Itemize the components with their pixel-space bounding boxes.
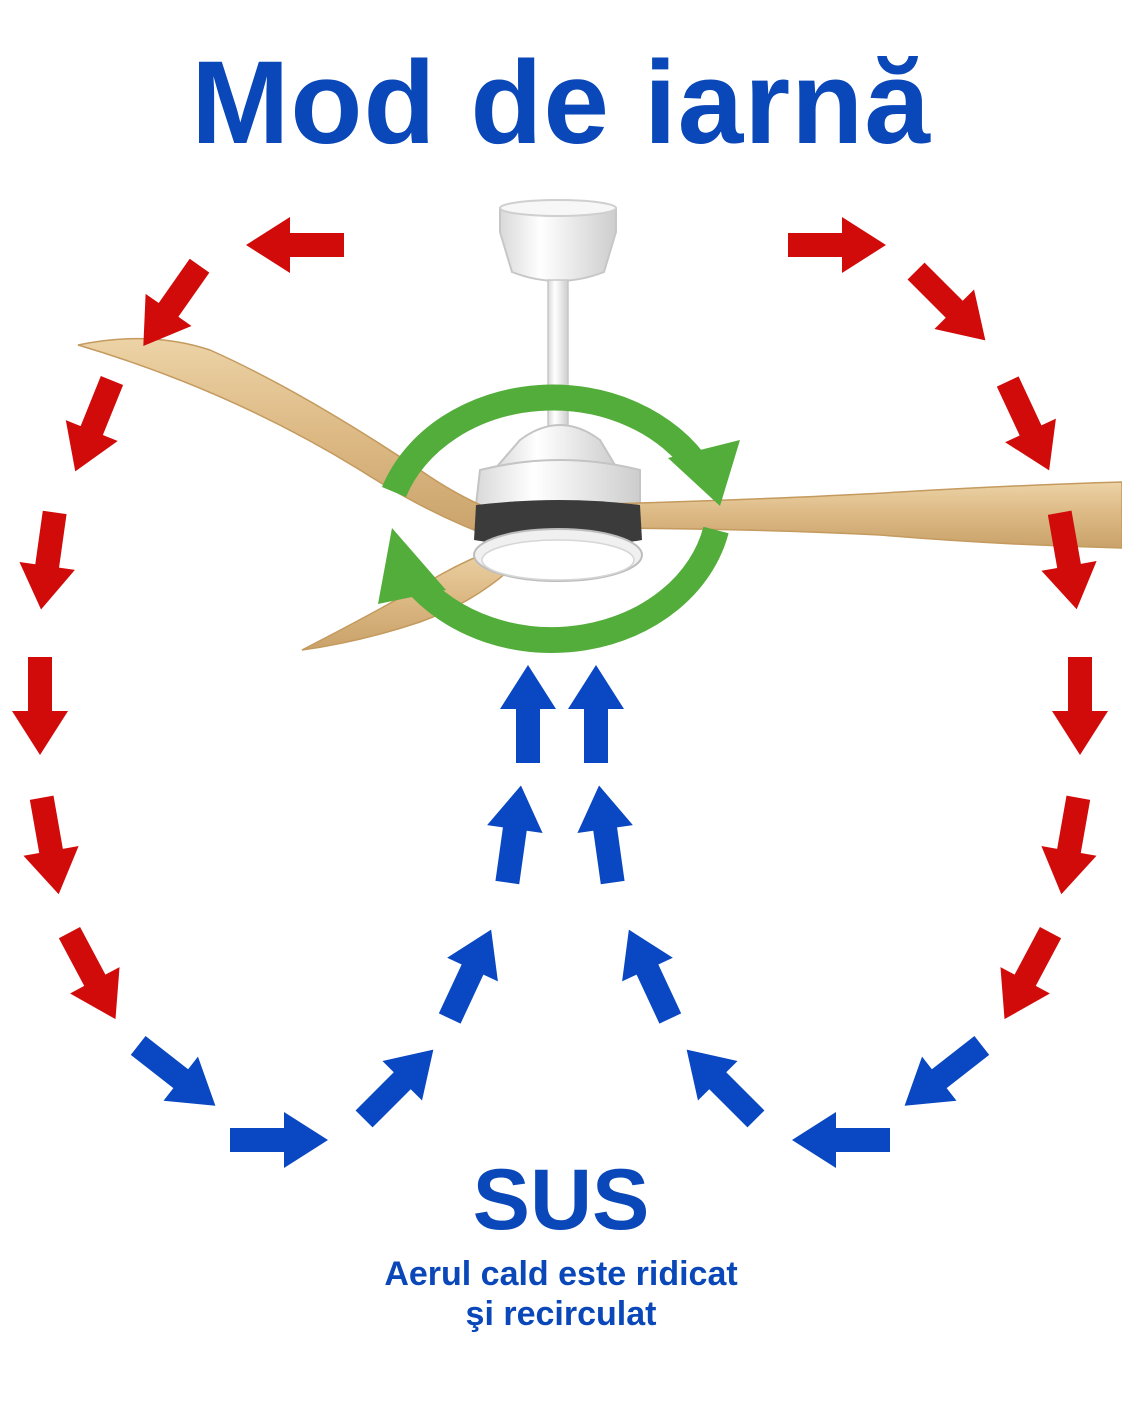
blue-arrow-icon (568, 665, 624, 763)
red-arrow-icon (58, 926, 120, 1020)
red-arrow-icon (1041, 795, 1097, 895)
red-arrow-icon (1000, 926, 1062, 1020)
red-arrow-icon (1052, 657, 1108, 755)
warm-air-arrows (12, 217, 1108, 1020)
red-arrow-icon (1041, 510, 1097, 610)
red-arrow-icon (23, 795, 79, 895)
cool-air-arrows (130, 665, 990, 1168)
rotation-arrows-icon (378, 384, 740, 653)
blue-arrow-icon (577, 785, 633, 885)
airflow-caption: Aerul cald este ridicat şi recirculat (0, 1254, 1122, 1334)
blue-arrow-icon (500, 665, 556, 763)
blue-arrow-icon (904, 1035, 990, 1106)
rotation-arc-upper (381, 384, 711, 498)
blue-arrow-icon (792, 1112, 890, 1168)
red-arrow-icon (12, 657, 68, 755)
red-arrow-icon (907, 262, 986, 341)
blue-arrow-icon (438, 929, 498, 1024)
red-arrow-icon (65, 375, 124, 472)
airflow-direction-label: SUS (472, 1152, 650, 1248)
red-arrow-icon (19, 510, 75, 610)
blue-arrow-icon (130, 1035, 216, 1106)
blue-arrow-icon (622, 929, 682, 1024)
page-title: Mod de iarnă (191, 37, 931, 169)
red-arrow-icon (788, 217, 886, 273)
red-arrow-icon (246, 217, 344, 273)
rotation-arc-lower (404, 526, 729, 653)
caption-line-1: Aerul cald este ridicat (384, 1255, 738, 1293)
red-arrow-icon (143, 258, 210, 346)
blue-arrow-icon (355, 1049, 434, 1128)
rotation-arrowhead-upper (668, 440, 740, 506)
blue-arrow-icon (686, 1049, 765, 1128)
blue-arrow-icon (230, 1112, 328, 1168)
caption-line-2: şi recirculat (465, 1295, 657, 1333)
rotation-arrowhead-lower (378, 528, 446, 604)
red-arrow-icon (996, 376, 1056, 471)
blue-arrow-icon (487, 785, 543, 885)
ceiling-fan-icon (77, 199, 1122, 651)
